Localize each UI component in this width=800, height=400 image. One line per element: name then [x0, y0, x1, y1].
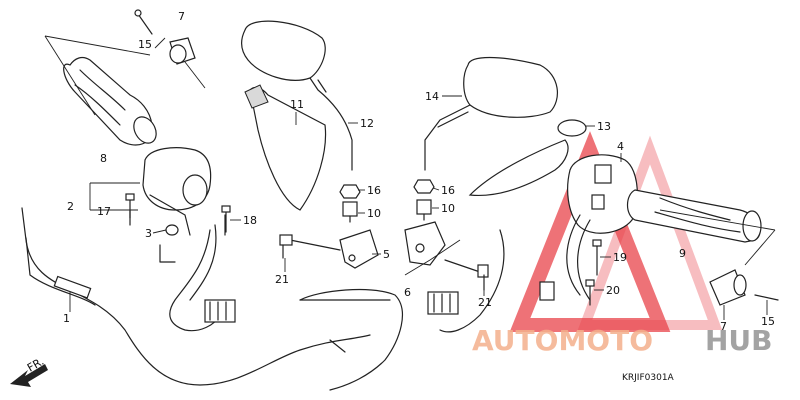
- callout-10a: 10: [367, 207, 381, 220]
- callout-9: 9: [679, 247, 686, 260]
- callout-21a: 21: [275, 273, 289, 286]
- left-switch-housing: [89, 147, 226, 236]
- callout-4: 4: [617, 140, 624, 153]
- callout-16a: 16: [367, 184, 381, 197]
- callout-10b: 10: [441, 202, 455, 215]
- bar-end-right: [709, 269, 779, 306]
- diagram-code: KRJIF0301A: [622, 373, 675, 383]
- callout-15b: 15: [761, 315, 775, 328]
- right-mirror: [424, 56, 558, 171]
- callout-15a: 15: [138, 38, 152, 51]
- callout-8: 8: [100, 152, 107, 165]
- callout-21b: 21: [478, 296, 492, 309]
- callout-18: 18: [243, 214, 257, 227]
- watermark-triangle: [509, 131, 723, 332]
- right-nut-bolt: [413, 179, 435, 221]
- watermark-text: AUTOMOTO HUB: [472, 324, 773, 357]
- callout-11: 11: [290, 98, 304, 111]
- bar-end-top: [134, 9, 206, 89]
- throttle-grip: [626, 189, 776, 266]
- bracket-6: [404, 221, 489, 278]
- left-harness: [159, 224, 236, 332]
- small-screws: [125, 193, 602, 306]
- right-mirror-boot: [468, 119, 587, 197]
- right-switch-housing: [567, 154, 638, 234]
- callout-1: 1: [63, 312, 70, 325]
- watermark-part2: HUB: [705, 324, 773, 357]
- callout-13: 13: [597, 120, 611, 133]
- left-grip: [44, 35, 157, 146]
- callout-5: 5: [383, 248, 390, 261]
- callout-labels: 7 15 8 2 17 3 18 1 11 12 16 10 21 5 6 16…: [63, 10, 775, 333]
- callout-14: 14: [425, 90, 439, 103]
- callout-16b: 16: [441, 184, 455, 197]
- bracket-5: [279, 229, 379, 269]
- callout-19: 19: [613, 251, 627, 264]
- callout-3: 3: [145, 227, 152, 240]
- callout-6: 6: [404, 286, 411, 299]
- front-direction-arrow: FR.: [10, 355, 48, 387]
- left-nut-bolt: [339, 184, 361, 223]
- right-harness: [427, 214, 591, 333]
- callout-7b: 7: [720, 320, 727, 333]
- callout-2: 2: [67, 200, 74, 213]
- callout-leaders: [69, 37, 768, 320]
- left-mirror: [241, 20, 353, 211]
- callout-12: 12: [360, 117, 374, 130]
- callout-20: 20: [606, 284, 620, 297]
- callout-17: 17: [97, 205, 111, 218]
- throttle-cable: [21, 207, 404, 391]
- callout-7a: 7: [178, 10, 185, 23]
- watermark-part1: AUTOMOTO: [472, 324, 653, 357]
